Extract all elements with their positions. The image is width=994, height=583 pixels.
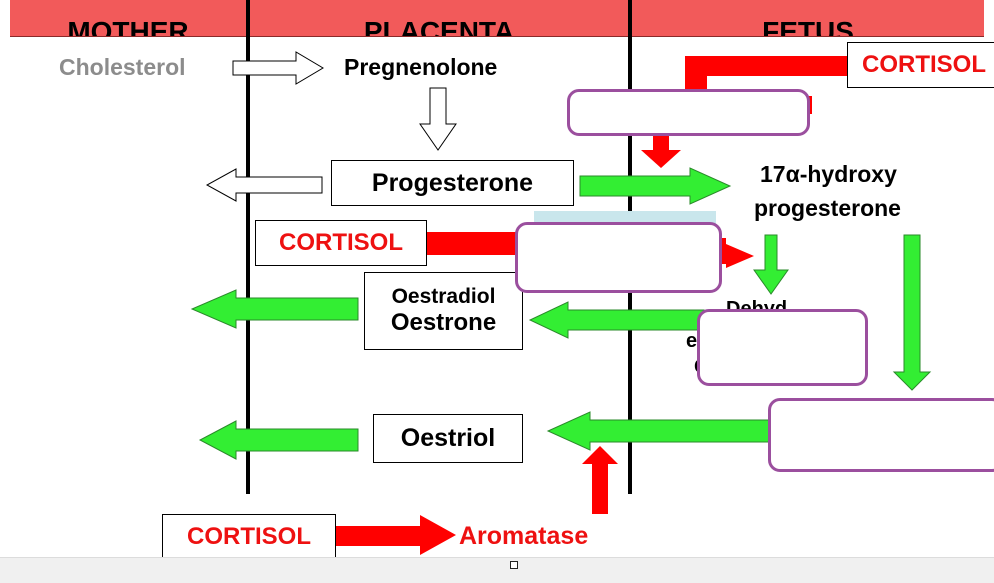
box-cortisol-placenta: CORTISOL (255, 220, 427, 266)
cortisol-fetus-text: CORTISOL (862, 51, 986, 78)
purple-box-placenta-mid (515, 222, 722, 293)
box-cortisol-bottom: CORTISOL (162, 514, 336, 560)
bottom-bar (0, 557, 994, 583)
arrow-progesterone-hydroxy (579, 167, 732, 205)
label-hydroxy-line2: progesterone (754, 195, 901, 221)
label-pregnenolone: Pregnenolone (344, 54, 498, 80)
label-dhea-partial-mid: e (686, 330, 698, 352)
oestrone-text: Oestrone (390, 309, 497, 337)
arrow-cortisol-aromatase (336, 515, 456, 555)
label-cholesterol: Cholesterol (59, 54, 186, 80)
header-placenta-label: PLACENTA (363, 16, 515, 37)
arrow-pregnenolone-progesterone (419, 87, 457, 151)
arrow-hydroxy-dhea (753, 234, 789, 295)
header-fetus: FETUS (632, 0, 984, 37)
arrow-fetal-cortisol-bar (685, 56, 848, 76)
box-progesterone: Progesterone (331, 160, 574, 206)
header-placenta: PLACENTA (250, 0, 628, 37)
arrow-oestriol-mother (198, 420, 359, 460)
cortisol-bottom-text: CORTISOL (187, 523, 311, 550)
arrow-oestradiol-mother (190, 289, 359, 329)
divider-mother-placenta (246, 0, 250, 494)
arrow-fetal-oestriol (546, 411, 771, 451)
cortisol-placenta-text: CORTISOL (279, 229, 403, 256)
oestriol-text: Oestriol (400, 424, 496, 452)
arrow-dhea-oestrogens (528, 301, 705, 339)
arrow-cholesterol-pregnenolone (232, 51, 324, 85)
box-oestriol: Oestriol (373, 414, 523, 463)
oestradiol-text: Oestradiol (391, 285, 496, 309)
label-hydroxy-line1: 17α-hydroxy (760, 161, 897, 187)
progesterone-text: Progesterone (371, 168, 534, 197)
label-aromatase: Aromatase (459, 522, 589, 550)
purple-box-dhea (697, 309, 868, 386)
arrow-hydroxy-fetal-long (892, 234, 932, 391)
header-mother-label: MOTHER (67, 16, 189, 37)
purple-box-fetal-top (567, 89, 810, 136)
arrow-aromatase-up (582, 446, 618, 514)
arrow-red-down-to-progesterone (641, 134, 681, 168)
purple-box-fetal-right (768, 398, 994, 472)
header-mother: MOTHER (10, 0, 246, 37)
arrow-progesterone-mother (205, 168, 323, 202)
resize-handle[interactable] (510, 561, 518, 569)
box-oestradiol-oestrone: Oestradiol Oestrone (364, 272, 523, 350)
header-fetus-label: FETUS (762, 16, 854, 37)
box-cortisol-fetus: CORTISOL (847, 42, 994, 88)
